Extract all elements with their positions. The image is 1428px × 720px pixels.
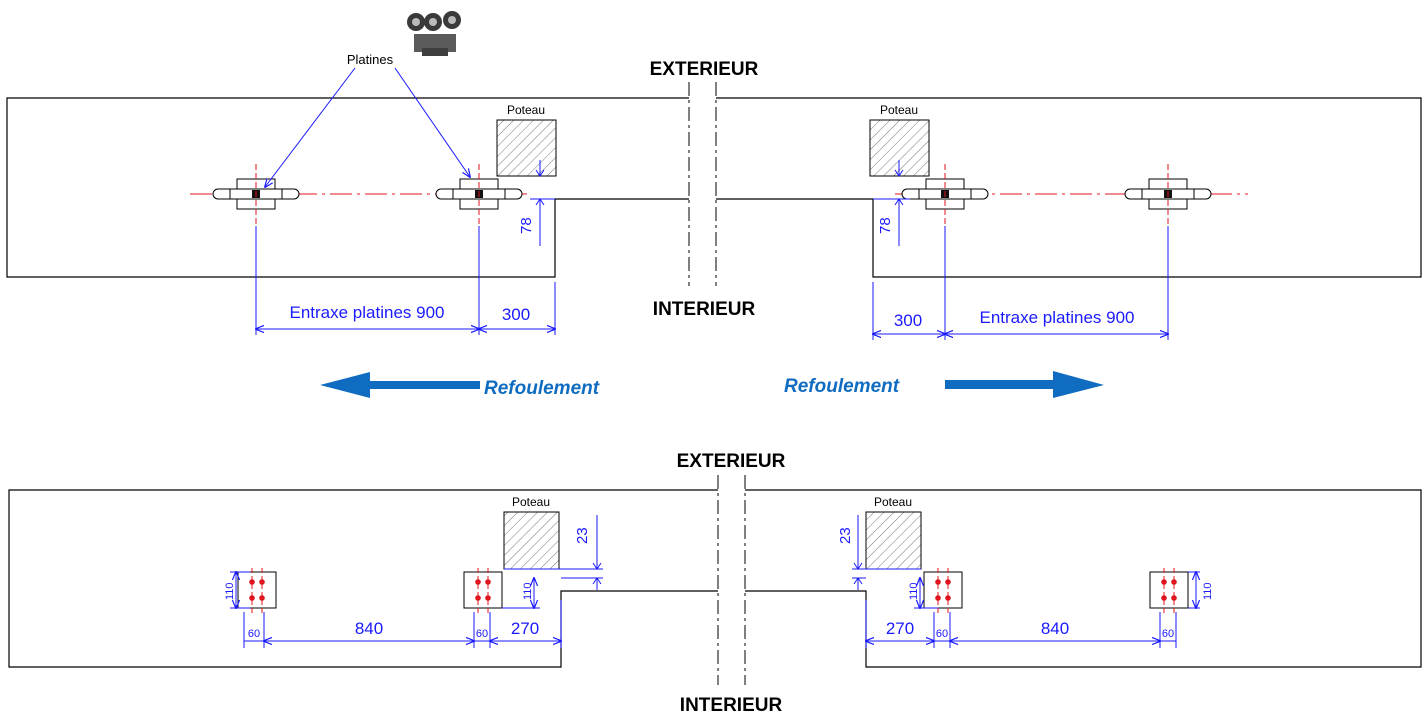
bottom-exterior-label: EXTERIEUR [677,451,786,472]
top-dim-lines [256,329,1168,334]
bottom-dim-110-a: 110 [224,582,236,600]
top-dim-300-right: 300 [894,311,922,330]
top-dim-entraxe-left: Entraxe platines 900 [290,303,445,322]
top-dim-78-left [530,160,555,246]
bottom-dim-23-left [504,515,603,590]
bottom-dim-23-right [852,515,921,590]
top-platine-4 [1124,164,1212,224]
top-post-left-label: Poteau [507,103,545,117]
top-right-wall-outline [716,97,1422,278]
bottom-dim-840-left: 840 [355,619,383,638]
bottom-plate-3 [923,568,963,614]
bottom-plate-4 [1149,568,1189,614]
top-dim-78-right [873,160,910,246]
bottom-dim-110-b: 110 [522,582,534,600]
top-exterior-label: EXTERIEUR [650,59,759,80]
flow-label-right: Refoulement [784,376,900,397]
bottom-plate-2 [463,568,503,614]
bottom-dim-60-a: 60 [248,628,260,640]
flow-arrow-left [320,372,480,398]
top-view: EXTERIEUR INTERIEUR Poteau Poteau [6,11,1422,399]
platines-leader-lines [265,67,470,187]
bottom-dim-23-right-text: 23 [837,527,854,544]
bottom-dim-110-lines [230,572,1200,608]
roller-carrier-icon [407,11,461,56]
bottom-dim-23-left-text: 23 [574,527,591,544]
bottom-interior-label: INTERIEUR [680,695,783,716]
bottom-post-left-label: Poteau [512,495,550,509]
bottom-dim-60-d: 60 [1162,628,1174,640]
bottom-dim-60-b: 60 [476,628,488,640]
top-platine-1 [212,164,300,224]
top-dim-entraxe-right: Entraxe platines 900 [980,308,1135,327]
bottom-dim-270-right: 270 [886,619,914,638]
top-dim-78-left-text: 78 [518,217,535,234]
bottom-right-wall-outline [745,489,1422,668]
bottom-post-left: Poteau [503,495,560,570]
bottom-break-lines [717,475,746,685]
top-extension-lines [255,226,1169,340]
top-post-left: Poteau [496,103,557,177]
bottom-view: EXTERIEUR INTERIEUR Poteau Poteau [8,451,1422,716]
top-platine-2 [435,164,523,224]
top-dim-300-left: 300 [502,305,530,324]
top-post-right-label: Poteau [880,103,918,117]
top-platine-3 [901,164,989,224]
bottom-dim-110-c: 110 [908,582,920,600]
bottom-plate-1 [237,568,277,614]
bottom-post-right-label: Poteau [874,495,912,509]
bottom-post-right: Poteau [865,495,922,570]
flow-arrow-right [945,371,1104,398]
bottom-dim-270-left: 270 [511,619,539,638]
bottom-dim-840-right: 840 [1041,619,1069,638]
top-left-wall-outline [6,97,689,278]
top-break-lines [688,82,717,286]
top-dim-78-right-text: 78 [877,217,894,234]
bottom-dim-110-d: 110 [1202,582,1214,600]
flow-label-left: Refoulement [484,378,600,399]
platines-label: Platines [347,52,394,67]
bottom-dim-60-c: 60 [936,628,948,640]
bottom-left-wall-outline [8,489,718,668]
top-interior-label: INTERIEUR [653,299,756,320]
